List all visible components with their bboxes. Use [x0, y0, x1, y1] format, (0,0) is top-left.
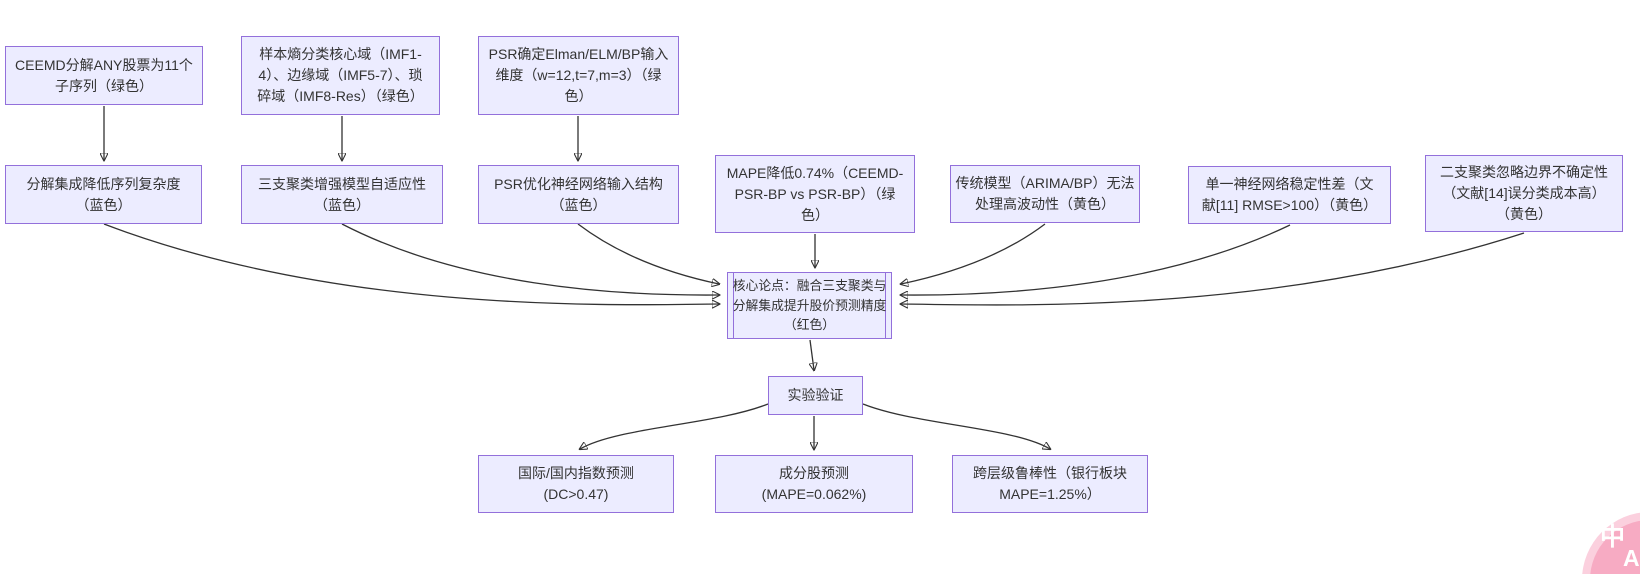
translate-icon[interactable]: 中 — [1600, 523, 1626, 551]
node-three-way-clustering: 三支聚类增强模型自适应性 （蓝色） — [241, 165, 443, 224]
node-traditional-model-limit-label: 传统模型（ARIMA/BP）无法 处理高波动性（黄色） — [955, 175, 1135, 212]
node-decompose-integration-label: 分解集成降低序列复杂度 （蓝色） — [26, 175, 181, 213]
node-single-nn-instability: 单一神经网络稳定性差（文 献[11] RMSE>100）（黄色） — [1188, 166, 1391, 224]
node-psr-optimization: PSR优化神经网络输入结构 （蓝色） — [478, 165, 679, 224]
node-two-way-clustering-limit: 二支聚类忽略边界不确定性 （文献[14]误分类成本高） （黄色） — [1425, 155, 1623, 232]
node-mape-reduction: MAPE降低0.74%（CEEMD- PSR-BP vs PSR-BP）（绿 色… — [715, 155, 915, 233]
node-ceemd-decompose: CEEMD分解ANY股票为11个 子序列（绿色） — [5, 46, 203, 105]
node-experiment-validation-label: 实验验证 — [787, 387, 844, 403]
node-decompose-integration: 分解集成降低序列复杂度 （蓝色） — [5, 165, 202, 224]
node-three-way-clustering-label: 三支聚类增强模型自适应性 （蓝色） — [258, 175, 426, 213]
edge-exp-b3 — [862, 403, 1050, 449]
edge-a6-core — [901, 224, 1291, 295]
node-traditional-model-limit: 传统模型（ARIMA/BP）无法 处理高波动性（黄色） — [950, 165, 1140, 223]
node-index-prediction: 国际/国内指数预测 (DC>0.47) — [478, 455, 674, 513]
edge-core-exp — [810, 339, 814, 370]
node-psr-optimization-label: PSR优化神经网络输入结构 （蓝色） — [494, 175, 663, 213]
node-sample-entropy-label: 样本熵分类核心域（IMF1- 4）、边缘域（IMF5-7）、琐 碎域（IMF8-… — [257, 46, 424, 104]
node-psr-dimension-label: PSR确定Elman/ELM/BP输入 维度（w=12,t=7,m=3）（绿 色… — [488, 46, 669, 104]
edge-a5-core — [901, 223, 1046, 284]
node-index-prediction-label: 国际/国内指数预测 (DC>0.47) — [518, 465, 634, 502]
node-experiment-validation: 实验验证 — [768, 376, 863, 415]
core-thesis-double-border — [733, 273, 886, 338]
node-core-thesis: 核心论点：融合三支聚类与 分解集成提升股价预测精度 （红色） — [727, 272, 892, 339]
node-constituent-stock-prediction-label: 成分股预测 (MAPE=0.062%) — [761, 465, 867, 502]
edge-a3-core — [577, 223, 719, 284]
node-psr-dimension: PSR确定Elman/ELM/BP输入 维度（w=12,t=7,m=3）（绿 色… — [478, 36, 679, 115]
edge-exp-b1 — [580, 403, 769, 449]
translate-icon-letter[interactable]: A — [1623, 545, 1640, 571]
edge-a1-core — [103, 223, 719, 305]
node-single-nn-instability-label: 单一神经网络稳定性差（文 献[11] RMSE>100）（黄色） — [1201, 176, 1378, 213]
node-sample-entropy: 样本熵分类核心域（IMF1- 4）、边缘域（IMF5-7）、琐 碎域（IMF8-… — [241, 36, 440, 115]
node-ceemd-decompose-label: CEEMD分解ANY股票为11个 子序列（绿色） — [15, 56, 193, 94]
edge-a7-core — [901, 232, 1525, 305]
node-cross-level-robustness: 跨层级鲁棒性（银行板块 MAPE=1.25%） — [952, 455, 1148, 513]
edge-a2-core — [341, 223, 719, 295]
node-two-way-clustering-limit-label: 二支聚类忽略边界不确定性 （文献[14]误分类成本高） （黄色） — [1440, 164, 1608, 222]
node-core-thesis-label: 核心论点：融合三支聚类与 分解集成提升股价预测精度 （红色） — [732, 277, 887, 333]
node-mape-reduction-label: MAPE降低0.74%（CEEMD- PSR-BP vs PSR-BP）（绿 色… — [726, 164, 904, 223]
node-constituent-stock-prediction: 成分股预测 (MAPE=0.062%) — [715, 455, 913, 513]
node-cross-level-robustness-label: 跨层级鲁棒性（银行板块 MAPE=1.25%） — [973, 465, 1127, 502]
